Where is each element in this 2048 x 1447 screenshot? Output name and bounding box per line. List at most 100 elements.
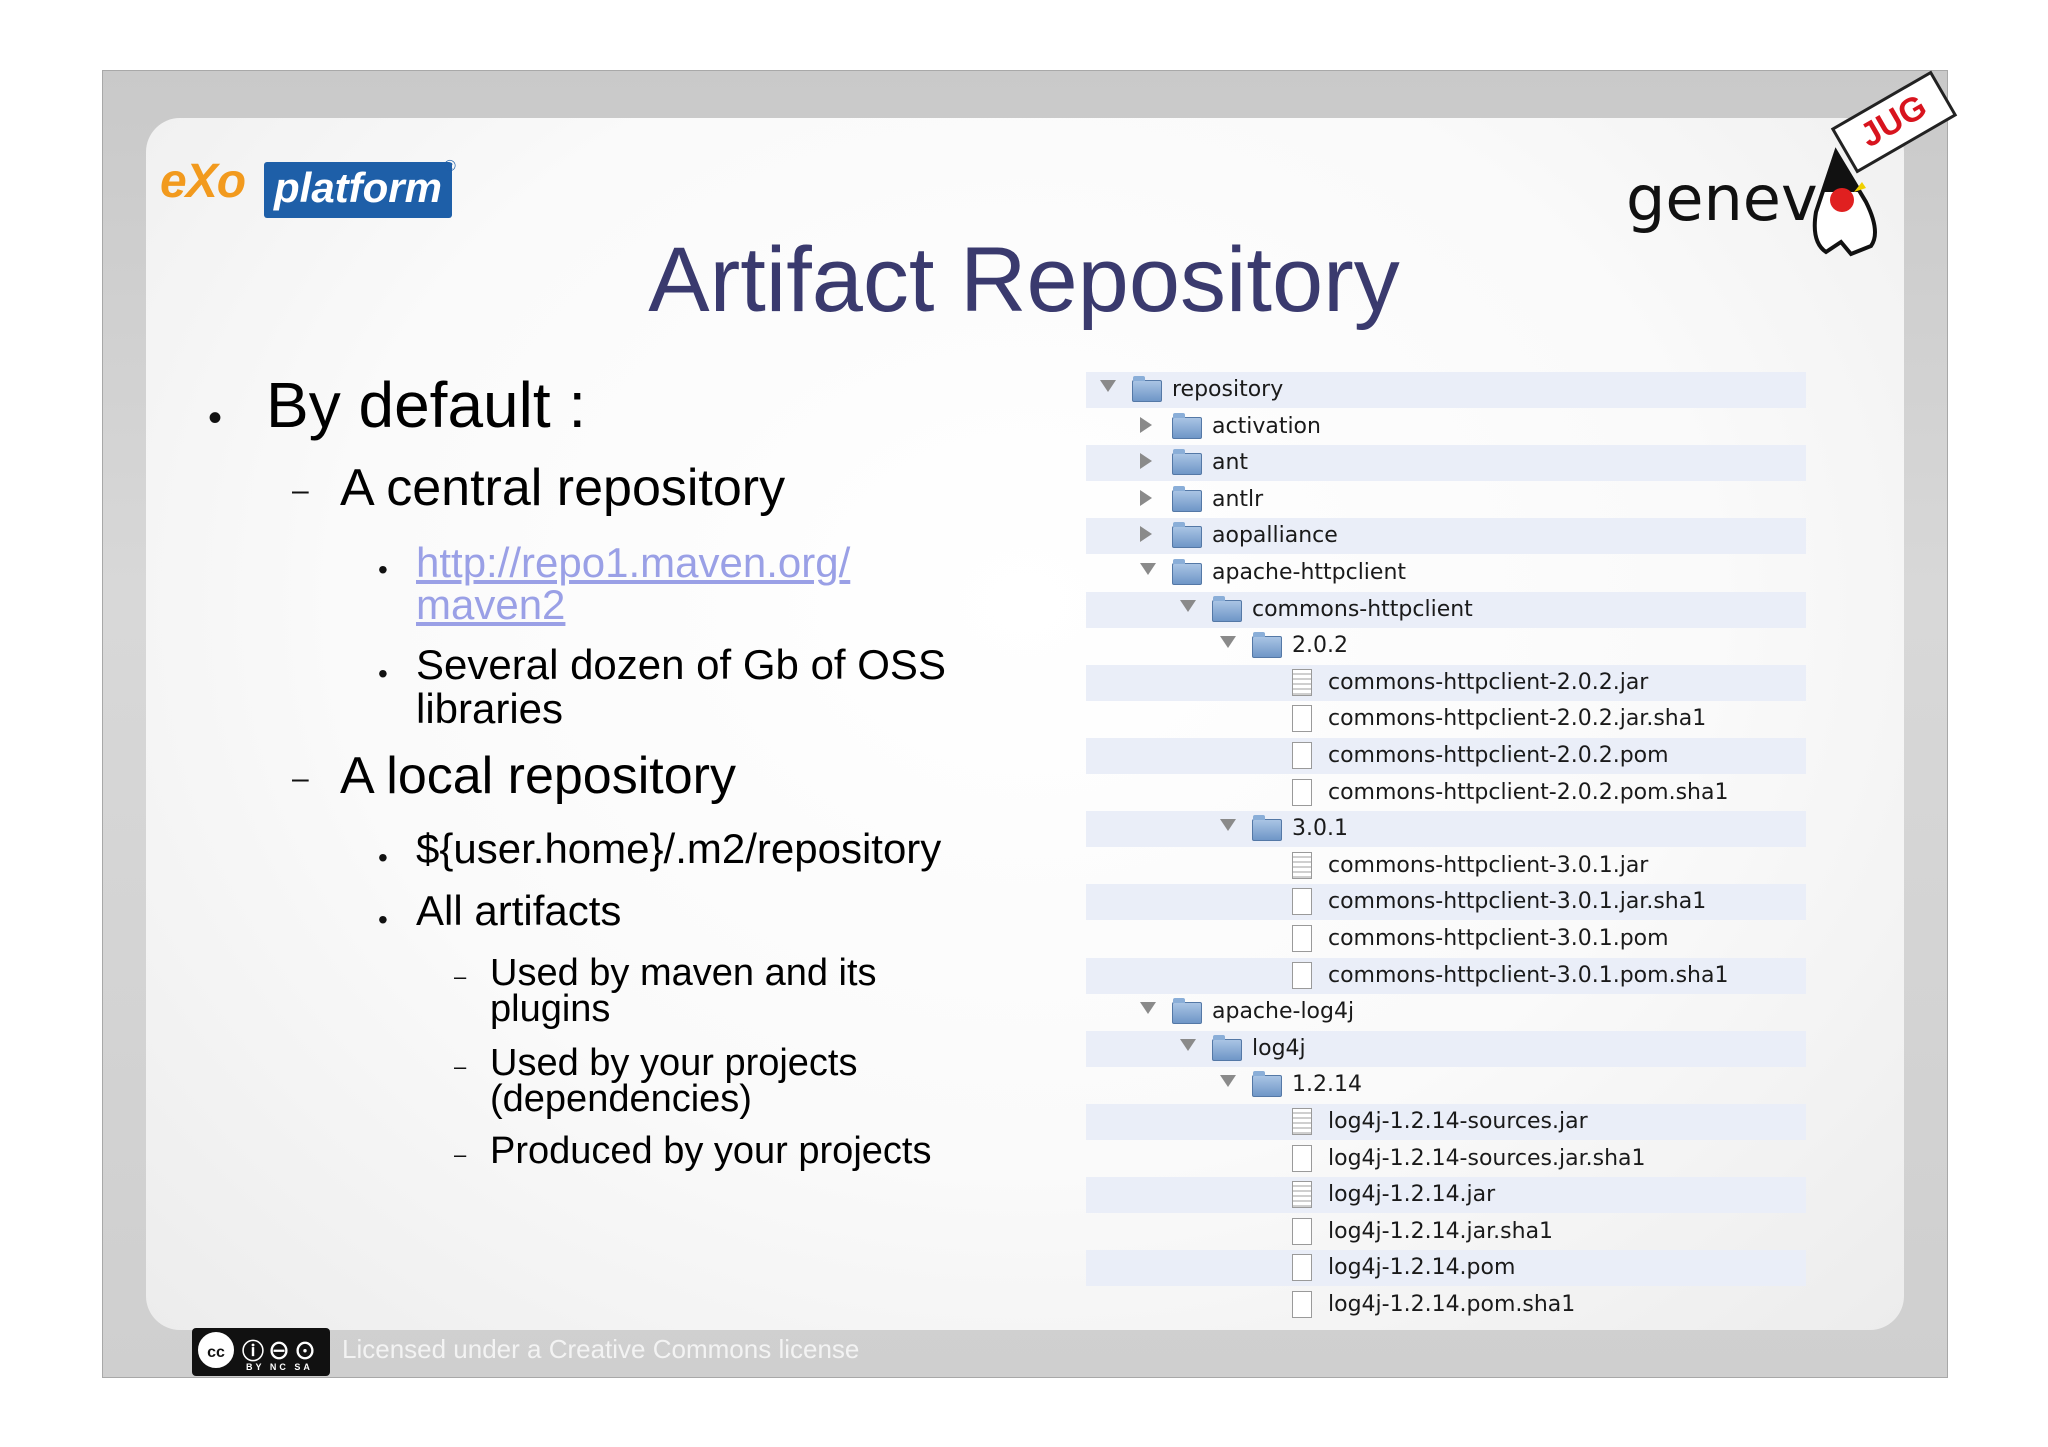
central-repo-link-line1[interactable]: http://repo1.maven.org/ (416, 539, 851, 586)
tree-folder-row[interactable]: 2.0.2 (1086, 628, 1806, 664)
tree-row-label: commons-httpclient-3.0.1.jar (1328, 852, 1649, 878)
file-icon (1292, 925, 1312, 952)
disclosure-closed-icon[interactable] (1140, 489, 1152, 506)
tree-folder-row[interactable]: repository (1086, 372, 1806, 408)
tree-folder-row[interactable]: commons-httpclient (1086, 591, 1806, 628)
tree-file-row[interactable]: log4j-1.2.14-sources.jar.sha1 (1086, 1141, 1806, 1177)
disclosure-open-icon[interactable] (1140, 563, 1156, 575)
tree-file-row[interactable]: log4j-1.2.14.pom.sha1 (1086, 1287, 1806, 1323)
logo-platform-text: platform (264, 162, 452, 218)
tree-file-row[interactable]: log4j-1.2.14-sources.jar (1086, 1104, 1806, 1140)
tree-file-row[interactable]: commons-httpclient-2.0.2.pom (1086, 738, 1806, 774)
bullet-marker: • (378, 554, 388, 585)
tree-folder-row[interactable]: log4j (1086, 1030, 1806, 1067)
tree-row-label: commons-httpclient-3.0.1.jar.sha1 (1328, 889, 1707, 915)
tree-folder-row[interactable]: 1.2.14 (1086, 1067, 1806, 1103)
logo-exo-text: eXo (160, 155, 246, 208)
tree-row-label: repository (1172, 377, 1284, 402)
file-icon (1292, 1144, 1312, 1172)
dash-marker: – (454, 964, 467, 989)
tree-row-label: 1.2.14 (1292, 1072, 1362, 1098)
tree-file-row[interactable]: commons-httpclient-3.0.1.pom (1086, 921, 1806, 957)
folder-icon (1172, 412, 1202, 439)
disclosure-open-icon[interactable] (1180, 1038, 1196, 1051)
file-icon (1292, 742, 1312, 769)
tree-row-label: activation (1212, 413, 1321, 439)
tree-row-label: aopalliance (1212, 523, 1338, 549)
bullet-used-maven-line2: plugins (490, 988, 611, 1030)
folder-icon (1212, 595, 1242, 622)
bullet-marker: • (378, 904, 388, 935)
disclosure-closed-icon[interactable] (1140, 526, 1152, 543)
jar-file-icon (1292, 851, 1312, 879)
disclosure-open-icon[interactable] (1100, 380, 1116, 392)
bullet-by-default: By default : (266, 369, 587, 441)
tree-folder-row[interactable]: antlr (1086, 482, 1806, 518)
tree-row-label: log4j-1.2.14.pom.sha1 (1328, 1292, 1576, 1317)
cc-attribution-icons: ⓘ⊖⊙ (242, 1339, 321, 1364)
disclosure-closed-icon[interactable] (1140, 453, 1152, 470)
tree-folder-row[interactable]: ant (1086, 445, 1806, 482)
bullet-local-path: ${user.home}/.m2/repository (416, 825, 942, 872)
tree-row-label: apache-httpclient (1212, 560, 1407, 585)
jar-file-icon (1292, 1181, 1312, 1209)
exo-platform-logo: eXo platform ® (160, 128, 480, 248)
tree-file-row[interactable]: commons-httpclient-2.0.2.jar.sha1 (1086, 701, 1806, 737)
tree-folder-row[interactable]: activation (1086, 409, 1806, 445)
bullet-central-repo: A central repository (340, 459, 786, 517)
tree-row-label: 3.0.1 (1292, 816, 1348, 842)
bullet-used-projects-line2: (dependencies) (490, 1078, 752, 1120)
disclosure-open-icon[interactable] (1220, 819, 1236, 832)
tree-folder-row[interactable]: apache-httpclient (1086, 555, 1806, 591)
disclosure-open-icon[interactable] (1180, 599, 1196, 612)
tree-row-label: log4j-1.2.14-sources.jar (1328, 1109, 1588, 1134)
folder-icon (1212, 1034, 1242, 1061)
tree-file-row[interactable]: log4j-1.2.14.jar (1086, 1177, 1806, 1214)
dash-marker: – (454, 1054, 467, 1079)
folder-icon (1252, 1071, 1282, 1098)
tree-file-row[interactable]: commons-httpclient-2.0.2.jar (1086, 664, 1806, 701)
dash-marker: – (454, 1142, 467, 1167)
tree-file-row[interactable]: commons-httpclient-3.0.1.jar (1086, 848, 1806, 884)
tree-file-row[interactable]: log4j-1.2.14.jar.sha1 (1086, 1214, 1806, 1250)
bullet-all-artifacts: All artifacts (416, 887, 622, 934)
tree-row-label: log4j-1.2.14.jar.sha1 (1328, 1218, 1554, 1244)
cc-tags: BY NC SA (246, 1362, 313, 1372)
tree-folder-row[interactable]: apache-log4j (1086, 994, 1806, 1030)
disclosure-open-icon[interactable] (1220, 1075, 1236, 1088)
file-icon (1292, 705, 1312, 733)
disclosure-open-icon[interactable] (1140, 1002, 1156, 1015)
bullet-used-maven-line1: Used by maven and its (490, 952, 877, 994)
folder-icon (1132, 376, 1162, 402)
file-icon (1292, 1254, 1312, 1282)
folder-icon (1252, 815, 1282, 842)
tree-row-label: apache-log4j (1212, 999, 1355, 1025)
folder-icon (1172, 449, 1202, 476)
tree-folder-row[interactable]: 3.0.1 (1086, 811, 1806, 848)
tree-row-label: commons-httpclient-2.0.2.jar.sha1 (1328, 706, 1707, 732)
tree-file-row[interactable]: log4j-1.2.14.pom (1086, 1250, 1806, 1287)
tree-file-row[interactable]: commons-httpclient-3.0.1.jar.sha1 (1086, 884, 1806, 921)
tree-row-label: log4j-1.2.14.pom (1328, 1255, 1516, 1281)
tree-row-label: commons-httpclient-3.0.1.pom.sha1 (1328, 962, 1729, 988)
folder-icon (1172, 485, 1202, 512)
tree-folder-row[interactable]: aopalliance (1086, 518, 1806, 555)
tree-file-row[interactable]: commons-httpclient-2.0.2.pom.sha1 (1086, 775, 1806, 811)
duke-mascot-icon (1812, 147, 1877, 257)
tree-file-row[interactable]: commons-httpclient-3.0.1.pom.sha1 (1086, 957, 1806, 994)
folder-icon (1172, 559, 1202, 585)
cc-icon: cc (198, 1332, 234, 1368)
disclosure-open-icon[interactable] (1220, 636, 1236, 649)
bullet-marker: • (208, 396, 223, 440)
central-repo-link-line2[interactable]: maven2 (416, 581, 566, 628)
bullet-oss-line1: Several dozen of Gb of OSS (416, 641, 946, 688)
tree-row-label: commons-httpclient-2.0.2.jar (1328, 669, 1649, 695)
tree-row-label: commons-httpclient-3.0.1.pom (1328, 926, 1669, 951)
disclosure-closed-icon[interactable] (1140, 416, 1152, 433)
file-icon (1292, 961, 1312, 989)
folder-icon (1172, 998, 1202, 1025)
slide-title: Artifact Repository (648, 229, 1400, 331)
tree-row-label: ant (1212, 450, 1249, 476)
tree-row-label: commons-httpclient-2.0.2.pom.sha1 (1328, 779, 1729, 805)
bullet-oss-line2: libraries (416, 685, 564, 732)
